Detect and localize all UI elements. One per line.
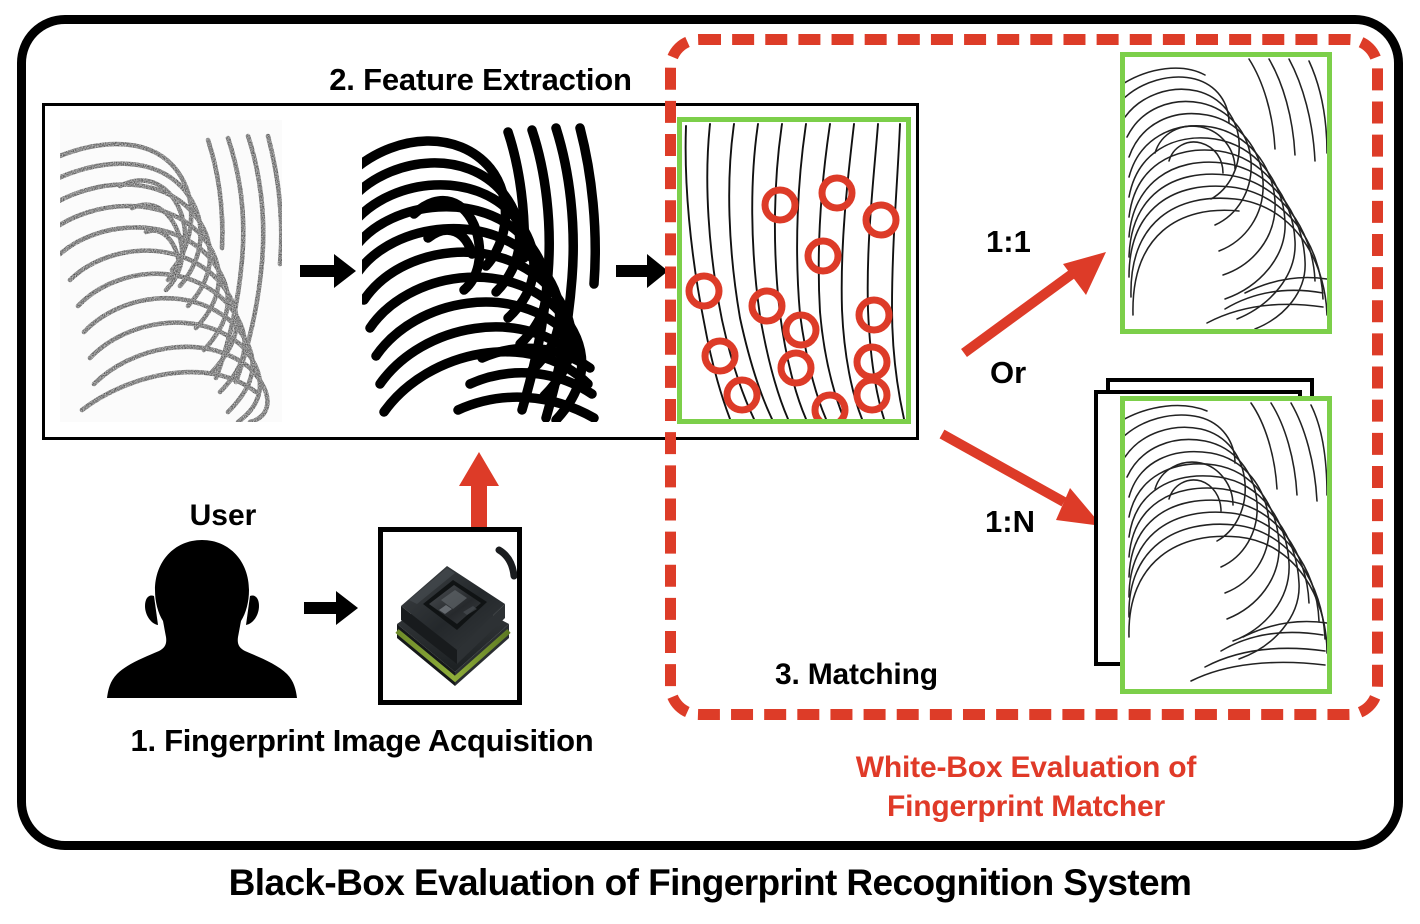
white-box-caption-line2: Fingerprint Matcher <box>887 790 1165 823</box>
match-mode-identification: 1:N <box>985 504 1035 539</box>
actor-label-user: User <box>189 499 257 532</box>
fingerprint-scanner-svg <box>383 532 517 700</box>
white-box-boundary <box>665 34 1383 720</box>
raw-fingerprint-svg <box>60 120 282 422</box>
white-box-caption: White-Box Evaluation of Fingerprint Matc… <box>676 748 1376 826</box>
stage-label-matching: 3. Matching <box>775 658 938 691</box>
raw-fingerprint-image <box>60 120 282 422</box>
bottom-caption: Black-Box Evaluation of Fingerprint Reco… <box>228 862 1192 903</box>
black-arrow-icon <box>614 250 670 292</box>
red-arrow-icon-upward <box>459 452 499 530</box>
binarized-fingerprint-image <box>362 120 602 422</box>
stage-label-feature-extraction: 2. Feature Extraction <box>329 62 632 97</box>
minutiae-template-svg <box>682 122 906 419</box>
match-mode-separator: Or <box>990 355 1027 390</box>
white-box-caption-line1: White-Box Evaluation of <box>855 751 1197 784</box>
black-arrow-icon <box>298 250 358 292</box>
enrolled-template-single <box>1120 52 1332 334</box>
red-arrow-icon-1to1 <box>961 252 1106 358</box>
minutiae-template-image <box>677 117 911 424</box>
enrolled-template-single-svg <box>1125 57 1327 329</box>
enrolled-template-stack-svg <box>1125 401 1327 689</box>
red-arrow-icon-1toN <box>939 429 1102 526</box>
black-box-boundary <box>17 15 1403 850</box>
fingerprint-scanner-image <box>378 527 522 705</box>
binarized-fingerprint-svg <box>362 120 602 422</box>
black-arrow-icon <box>304 591 358 625</box>
match-mode-verification: 1:1 <box>986 224 1031 259</box>
stage-label-acquisition: 1. Fingerprint Image Acquisition <box>130 723 594 758</box>
user-silhouette-icon <box>107 540 297 698</box>
enrolled-template-stack-front <box>1120 396 1332 694</box>
